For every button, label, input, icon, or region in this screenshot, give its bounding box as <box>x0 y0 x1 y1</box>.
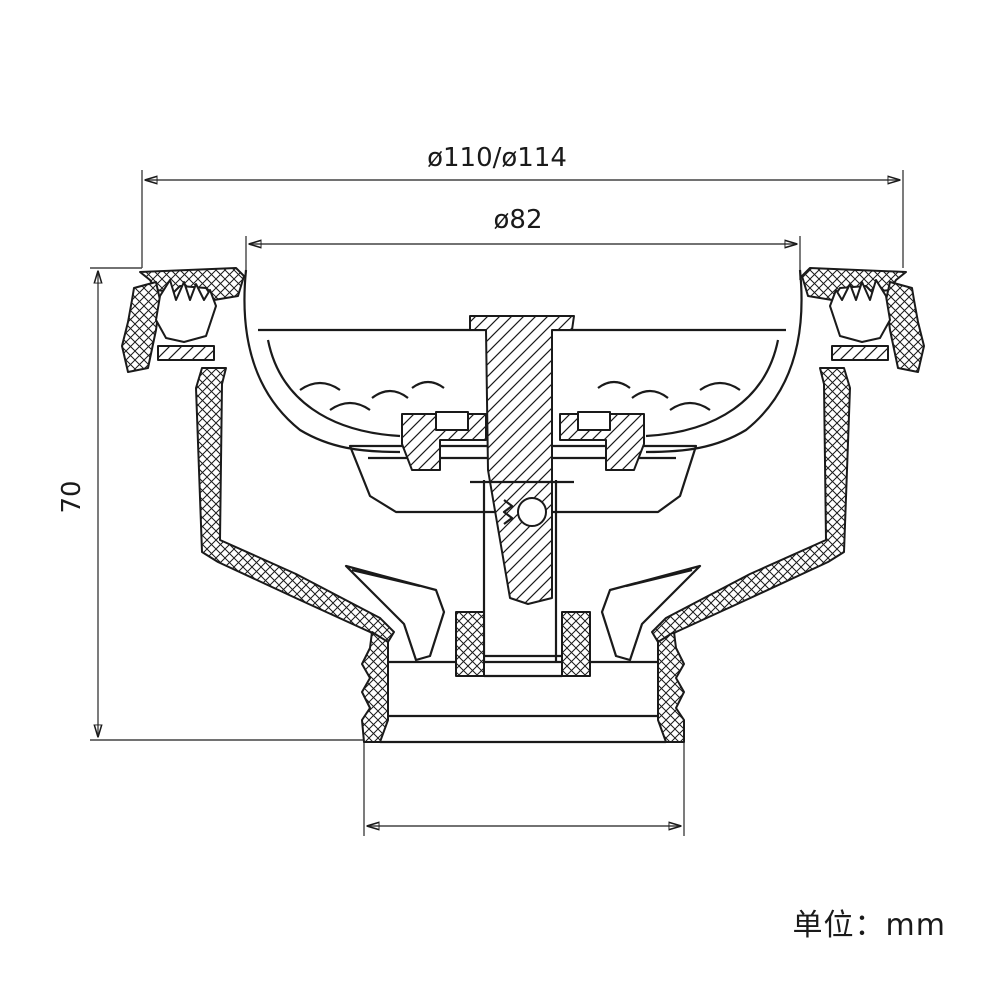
dimension-outer-diameter: ø110/ø114 <box>141 143 904 268</box>
dimension-height: 70 <box>57 267 365 741</box>
height-label: 70 <box>57 480 87 513</box>
drain-body-right <box>651 267 925 743</box>
drain-body-left <box>121 267 395 743</box>
plug-stem <box>469 315 575 662</box>
basket-diameter-label: ø82 <box>494 205 543 235</box>
plug-collar <box>401 411 645 471</box>
dimension-basket-diameter: ø82 <box>245 205 801 280</box>
support-ribs <box>344 564 702 662</box>
outer-diameter-label: ø110/ø114 <box>427 143 567 173</box>
outlet-ring <box>380 660 666 744</box>
bottom-sleeves <box>455 611 591 678</box>
unit-label: 单位：mm <box>792 908 946 943</box>
dimension-outlet-width <box>363 736 685 836</box>
